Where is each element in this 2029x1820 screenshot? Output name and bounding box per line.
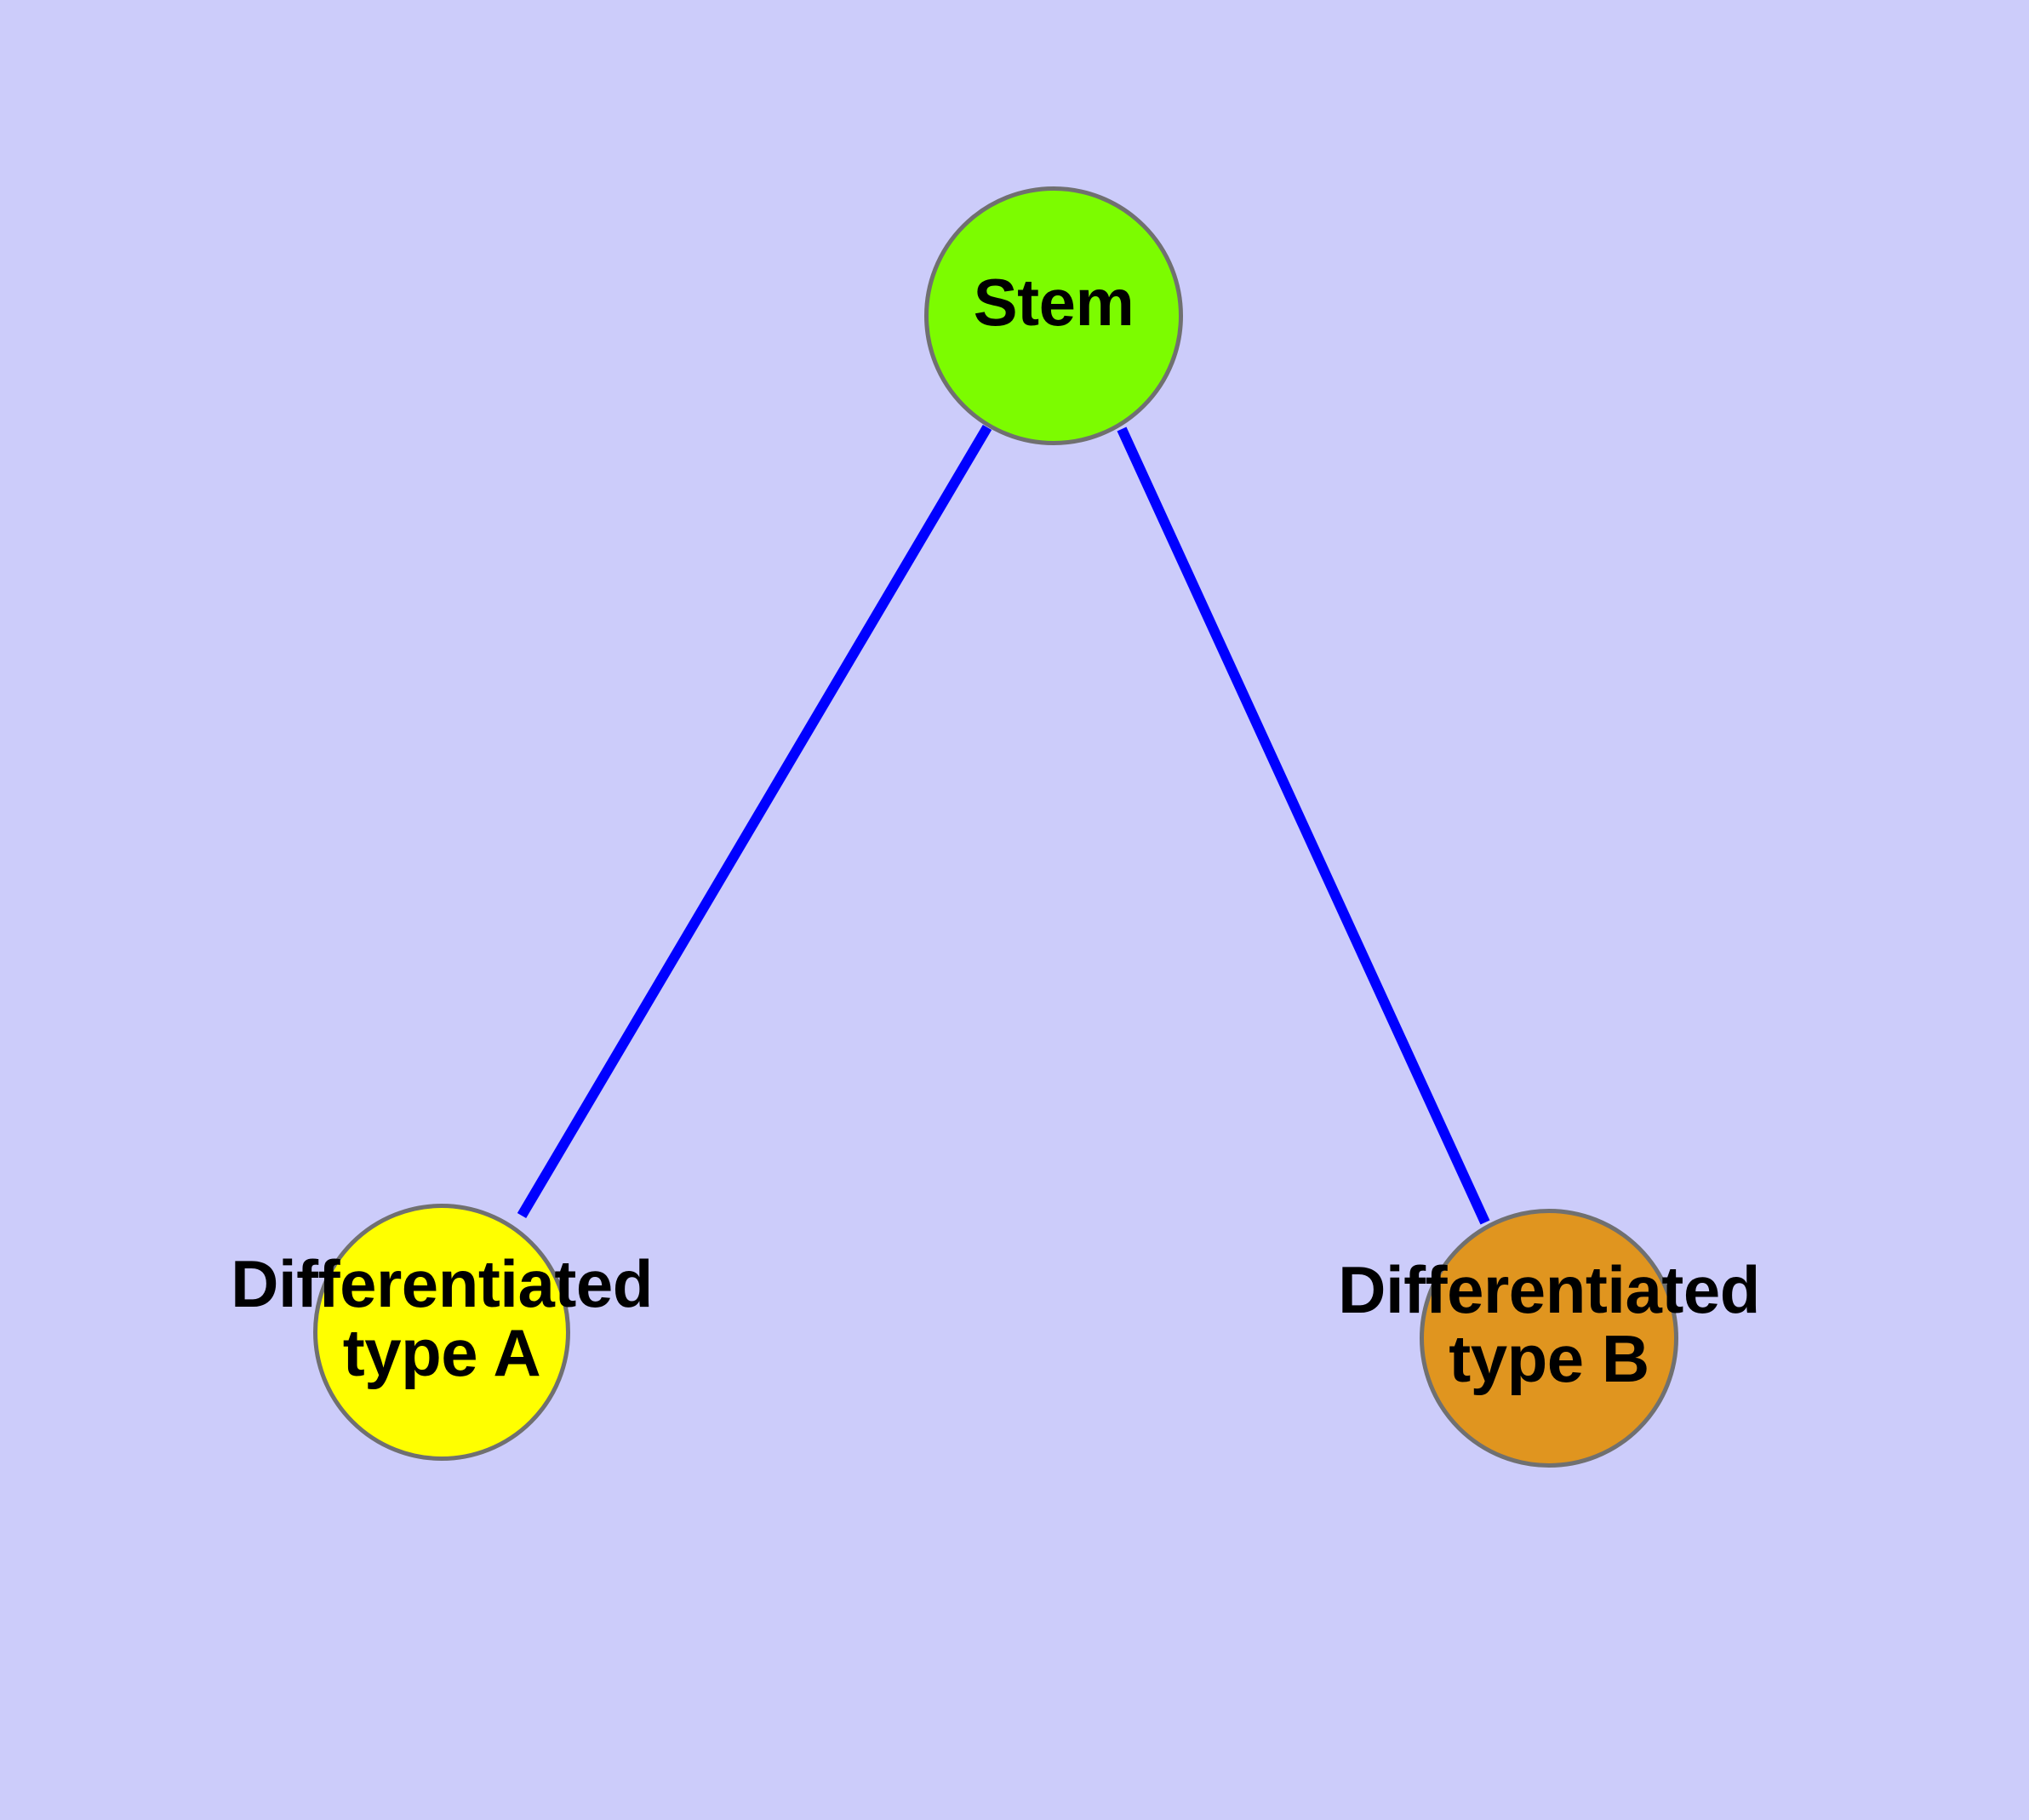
node-label-stem: Stem bbox=[973, 265, 1135, 340]
node-differentiated-type-a[interactable] bbox=[313, 1204, 570, 1461]
node-differentiated-type-b[interactable] bbox=[1420, 1209, 1678, 1468]
node-label-differentiated-type-a: Differentiated type A bbox=[231, 1246, 653, 1391]
edge-stem-to-diff-b bbox=[1117, 426, 1490, 1225]
edge-stem-to-diff-a bbox=[517, 424, 992, 1219]
node-label-differentiated-type-b: Differentiated type B bbox=[1338, 1252, 1760, 1397]
node-stem[interactable] bbox=[924, 186, 1183, 445]
